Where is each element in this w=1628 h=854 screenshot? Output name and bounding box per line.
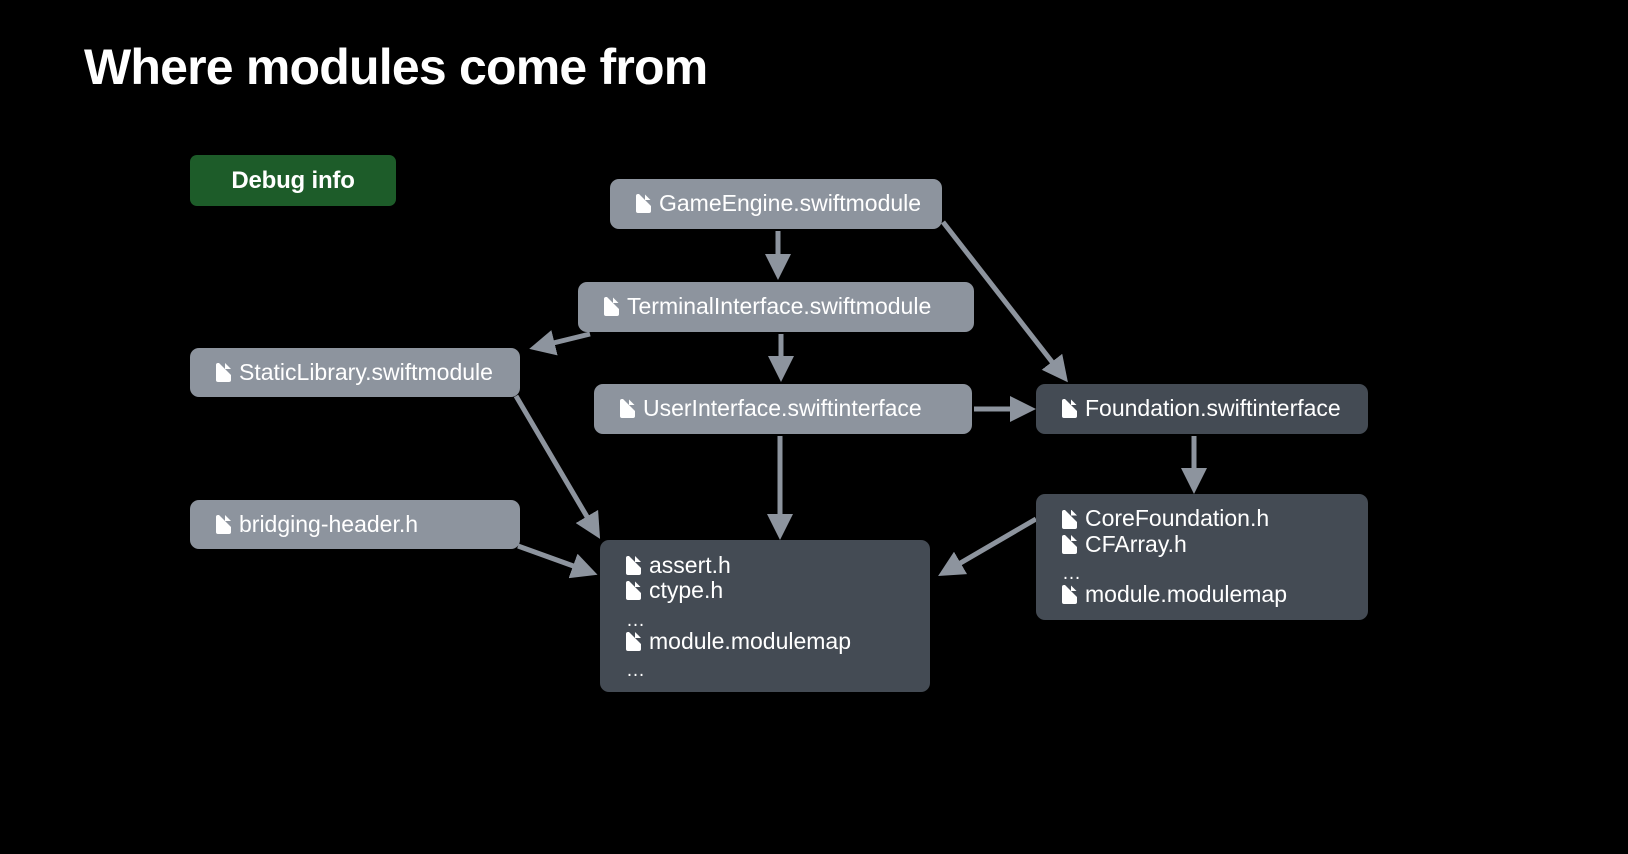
ellipsis-glyph: … [1062,563,1082,585]
file-icon-fold [225,362,231,369]
file-icon [626,631,641,651]
file-icon-fold [1071,399,1077,406]
file-icon [216,514,231,534]
file-icon [1062,509,1077,529]
file-icon-fold [1071,585,1077,592]
node-file-row: CFArray.h [1062,532,1368,557]
node-ellipsis-row: … [1062,563,1368,585]
node-file-row: StaticLibrary.swiftmodule [216,360,520,385]
node-file-row: UserInterface.swiftinterface [620,396,972,421]
file-icon-fold [635,631,641,638]
node-file-row: bridging-header.h [216,512,520,537]
file-icon-fold [225,514,231,521]
node-file-row: TerminalInterface.swiftmodule [604,294,974,319]
graph-node-foundation[interactable]: Foundation.swiftinterface [1036,384,1368,434]
page-title: Where modules come from [84,39,708,95]
node-file-row: ctype.h [626,578,930,603]
node-file-label: UserInterface.swiftinterface [643,395,922,422]
ellipsis-glyph: … [626,660,646,682]
file-icon [626,556,641,576]
file-icon [1062,585,1077,605]
node-file-row: module.modulemap [626,629,930,654]
node-ellipsis-row: … [626,609,930,631]
node-file-row: Foundation.swiftinterface [1062,396,1368,421]
edge-corefoundation-clangheaders [938,516,1038,577]
node-file-row: CoreFoundation.h [1062,506,1368,531]
graph-node-gameengine[interactable]: GameEngine.swiftmodule [610,179,942,229]
node-file-label: StaticLibrary.swiftmodule [239,358,493,385]
node-file-label: module.modulemap [1085,581,1288,608]
node-file-label: Foundation.swiftinterface [1085,395,1341,422]
file-icon [636,194,651,214]
node-file-label: ctype.h [649,577,724,604]
file-icon-fold [613,297,619,304]
file-icon [1062,399,1077,419]
file-icon [216,362,231,382]
file-icon [626,581,641,601]
node-file-row: assert.h [626,553,930,578]
edge-staticlibrary-clangheaders [513,394,601,539]
edge-bridgingheader-clangheaders [517,543,598,579]
node-file-label: assert.h [649,551,731,578]
debug-info-badge-label: Debug info [231,166,355,194]
node-line-spacer [626,604,930,613]
node-file-label: TerminalInterface.swiftmodule [627,293,932,320]
debug-info-badge[interactable]: Debug info [190,155,396,206]
file-icon-fold [1071,509,1077,516]
node-file-row: GameEngine.swiftmodule [636,191,942,216]
node-file-label: CFArray.h [1085,530,1187,557]
file-icon-fold [1071,534,1077,541]
node-file-label: bridging-header.h [239,510,419,537]
node-file-row: module.modulemap [1062,582,1368,607]
file-icon [620,399,635,419]
file-icon [1062,534,1077,554]
file-icon-fold [635,556,641,563]
node-line-spacer [1062,557,1368,566]
graph-node-userinterface[interactable]: UserInterface.swiftinterface [594,384,972,434]
graph-node-terminalinterface[interactable]: TerminalInterface.swiftmodule [578,282,974,332]
node-file-label: GameEngine.swiftmodule [659,190,922,217]
file-icon [604,297,619,317]
edge-terminalinterface-staticlibrary [529,330,591,356]
node-ellipsis-row: … [626,660,930,682]
node-line-spacer [626,654,930,663]
node-file-label: CoreFoundation.h [1085,505,1270,532]
file-icon-fold [645,194,651,201]
ellipsis-glyph: … [626,609,646,631]
graph-node-bridgingheader[interactable]: bridging-header.h [190,500,520,549]
file-icon-fold [635,581,641,588]
graph-node-staticlibrary[interactable]: StaticLibrary.swiftmodule [190,348,520,397]
file-icon-fold [629,399,635,406]
node-file-label: module.modulemap [649,627,852,654]
